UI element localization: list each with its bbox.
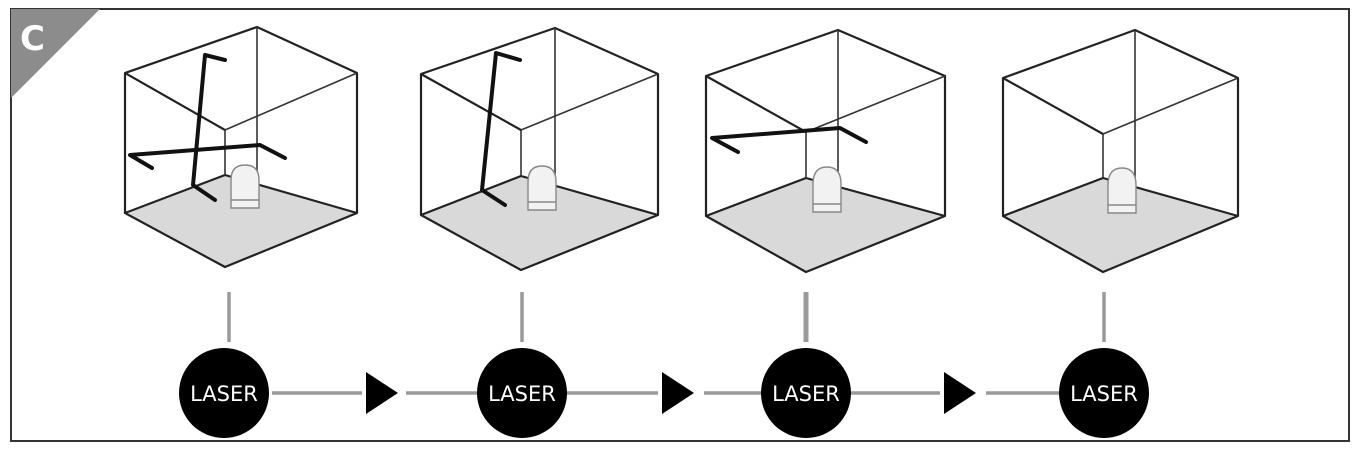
laser-button-3[interactable]: LASER <box>761 348 851 438</box>
laser-line-vertical <box>480 51 522 207</box>
laser-button-label: LASER <box>190 382 258 406</box>
room-2 <box>419 26 660 272</box>
room-4 <box>1001 28 1240 274</box>
laser-button-2[interactable]: LASER <box>477 348 567 438</box>
laser-button-label: LASER <box>488 382 556 406</box>
laser-button-1[interactable]: LASER <box>179 348 269 438</box>
room-edge <box>1002 77 1104 135</box>
room-edge <box>124 72 226 131</box>
room-edge <box>705 75 807 133</box>
laser-line-horizontal <box>128 143 287 170</box>
arrow-right-icon <box>944 372 976 414</box>
laser-line-horizontal <box>710 126 868 154</box>
laser-level-device-icon <box>527 165 557 211</box>
laser-button-label: LASER <box>772 382 840 406</box>
laser-level-device-icon <box>812 166 842 213</box>
room-edge <box>224 72 358 131</box>
arrow-right-icon <box>366 372 398 414</box>
laser-button-circle[interactable] <box>179 348 269 438</box>
panel-corner-tab <box>11 9 100 98</box>
laser-button-circle[interactable] <box>1059 348 1149 438</box>
laser-button-circle[interactable] <box>477 348 567 438</box>
panel-label: C <box>20 19 45 59</box>
laser-button-4[interactable]: LASER <box>1059 348 1149 438</box>
room-1 <box>123 25 359 269</box>
laser-button-circle[interactable] <box>761 348 851 438</box>
laser-button-label: LASER <box>1070 382 1138 406</box>
room-3 <box>704 28 947 274</box>
laser-level-device-icon <box>1107 167 1137 214</box>
room-edge <box>1102 77 1239 135</box>
room-edge <box>805 75 946 133</box>
room-edge <box>520 73 659 131</box>
arrow-right-icon <box>662 372 694 414</box>
laser-line-vertical <box>191 53 227 202</box>
room-edge <box>420 73 522 131</box>
laser-level-device-icon <box>230 164 260 209</box>
